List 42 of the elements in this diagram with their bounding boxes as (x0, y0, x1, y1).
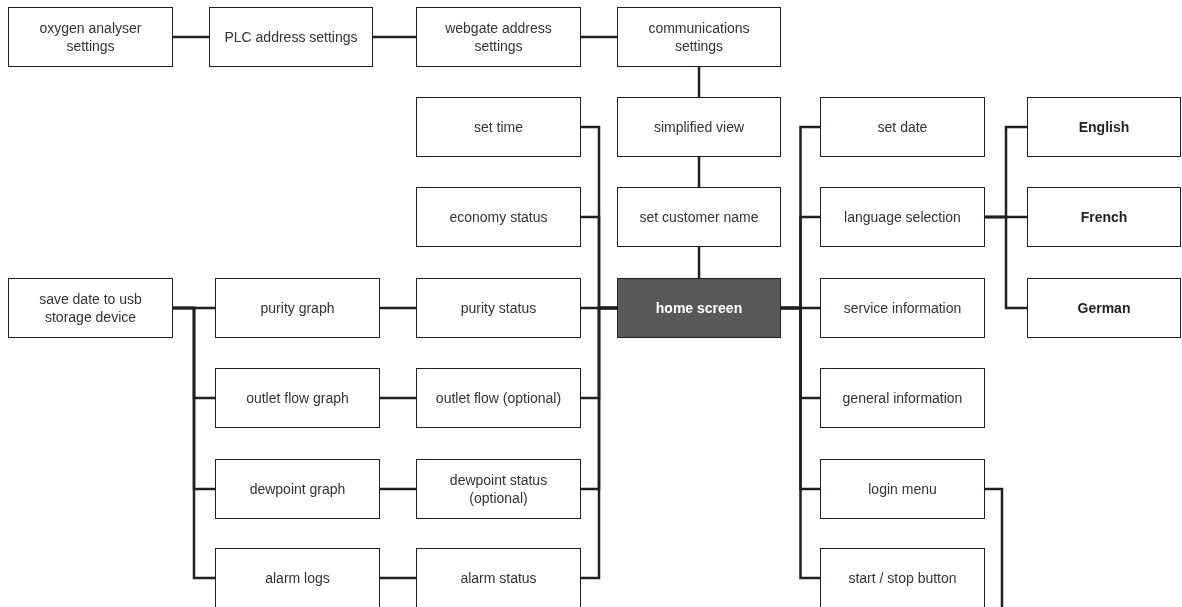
menu-box: set customer name (617, 187, 781, 247)
connector-line (380, 487, 416, 491)
menu-box: general information (820, 368, 985, 428)
connector-line (697, 157, 701, 187)
menu-box: language selection (820, 187, 985, 247)
menu-box: English (1027, 97, 1181, 157)
connector-line (380, 576, 416, 580)
connector-line (380, 396, 416, 400)
menu-box: start / stop button (820, 548, 985, 607)
menu-box: save date to usb storage device (8, 278, 173, 338)
menu-box: dewpoint status (optional) (416, 459, 581, 519)
menu-box: purity graph (215, 278, 380, 338)
menu-box: outlet flow (optional) (416, 368, 581, 428)
menu-box: simplified view (617, 97, 781, 157)
connector-line (985, 215, 1027, 310)
connector-line (373, 35, 416, 39)
connector-line (697, 247, 701, 278)
menu-box: alarm logs (215, 548, 380, 607)
menu-box: purity status (416, 278, 581, 338)
menu-box: oxygen analyser settings (8, 7, 173, 67)
menu-box: PLC address settings (209, 7, 373, 67)
menu-box: set date (820, 97, 985, 157)
menu-box: alarm status (416, 548, 581, 607)
connector-line (985, 487, 1004, 607)
connector-line (380, 306, 416, 310)
menu-box: service information (820, 278, 985, 338)
connector-line (697, 67, 701, 97)
connector-line (581, 35, 617, 39)
menu-box: dewpoint graph (215, 459, 380, 519)
menu-box: login menu (820, 459, 985, 519)
menu-box: German (1027, 278, 1181, 338)
menu-box: communications settings (617, 7, 781, 67)
menu-box: economy status (416, 187, 581, 247)
connector-line (581, 306, 617, 580)
menu-box: set time (416, 97, 581, 157)
connector-line (781, 306, 820, 580)
highlighted-menu-box: home screen (617, 278, 781, 338)
connector-line (173, 306, 215, 580)
menu-box: French (1027, 187, 1181, 247)
menu-box: outlet flow graph (215, 368, 380, 428)
menu-box: webgate address settings (416, 7, 581, 67)
connector-line (173, 35, 209, 39)
